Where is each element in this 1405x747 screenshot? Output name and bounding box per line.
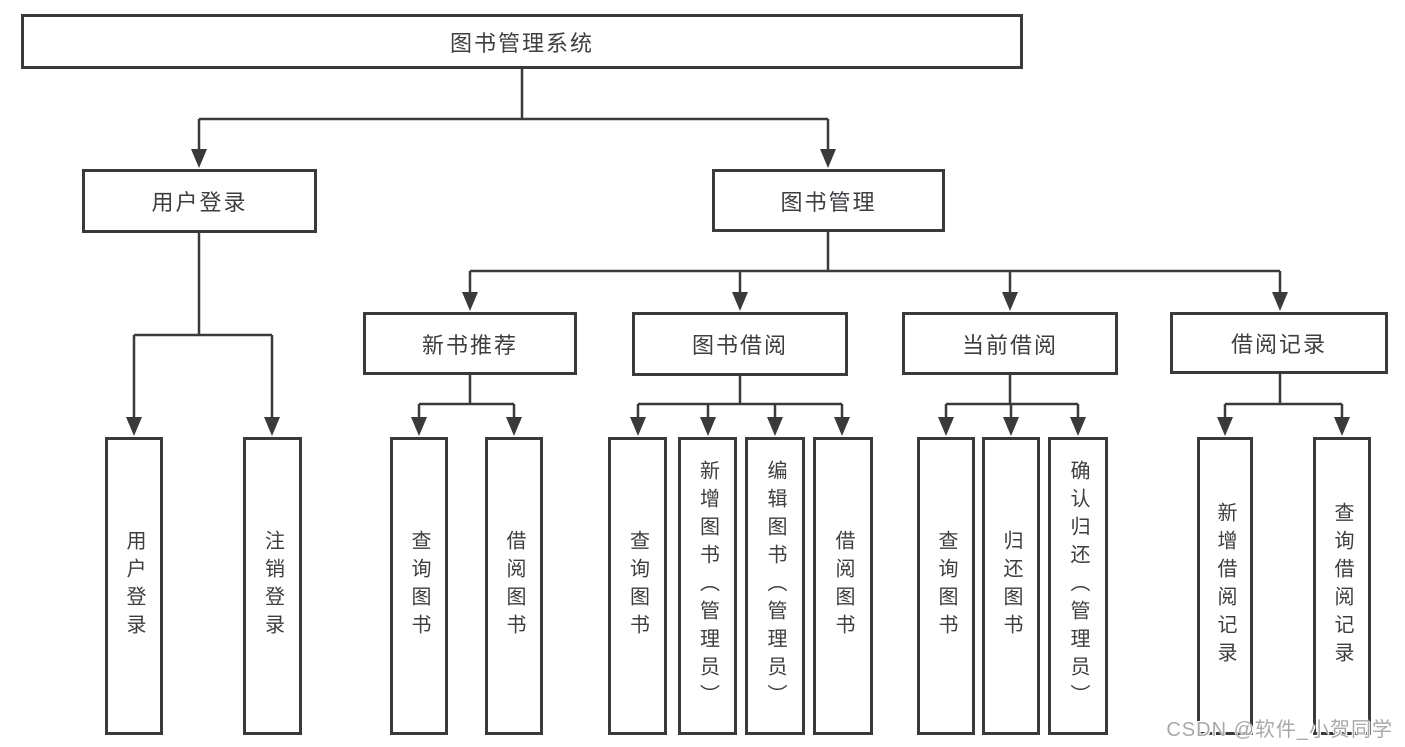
leaf-add-borrow-record: 新增借阅记录: [1197, 437, 1253, 735]
node-book-management-label: 图书管理: [780, 189, 877, 215]
node-user-login-label: 用户登录: [151, 190, 248, 215]
leaf-newrec-borrow-books-label: 借阅图书: [503, 530, 525, 642]
arrowhead: [834, 417, 850, 436]
leaf-logout: 注销登录: [243, 437, 302, 735]
arrowhead: [1003, 417, 1019, 436]
arrowhead: [1217, 417, 1233, 436]
arrowhead: [506, 417, 522, 436]
leaf-add-books-admin: 新增图书（管理员）: [678, 437, 737, 735]
leaf-return-books-label: 归还图书: [1000, 530, 1022, 642]
connector-records-to-leaves: [1223, 374, 1344, 421]
leaf-query-borrow-record: 查询借阅记录: [1313, 437, 1371, 735]
arrowhead: [411, 417, 427, 436]
leaf-add-books-admin-label: 新增图书（管理员）: [696, 460, 719, 712]
leaf-add-borrow-record-label: 新增借阅记录: [1214, 502, 1236, 670]
leaf-user-login-label: 用户登录: [123, 530, 145, 642]
leaf-borrow-books: 借阅图书: [813, 437, 873, 735]
leaf-current-query-books-label: 查询图书: [935, 530, 957, 642]
arrowhead: [191, 149, 207, 168]
leaf-user-login: 用户登录: [105, 437, 163, 735]
leaf-borrow-query-books: 查询图书: [608, 437, 667, 735]
node-new-book-recommend: 新书推荐: [363, 312, 577, 375]
leaf-borrow-query-books-label: 查询图书: [626, 530, 649, 642]
csdn-watermark: CSDN @软件_小贺同学: [1166, 719, 1393, 741]
node-book-management: 图书管理: [712, 169, 945, 232]
arrowhead: [732, 292, 748, 311]
connector-current-to-leaves: [944, 375, 1080, 421]
connector-borrow-to-leaves: [636, 376, 844, 421]
leaf-return-books: 归还图书: [982, 437, 1040, 735]
node-current-borrow-label: 当前借阅: [961, 332, 1058, 358]
arrowhead: [820, 149, 836, 168]
leaf-logout-label: 注销登录: [261, 530, 284, 642]
leaf-newrec-borrow-books: 借阅图书: [485, 437, 543, 735]
node-borrow-records: 借阅记录: [1170, 312, 1388, 374]
connector-mgmt-to-level3: [468, 232, 1282, 296]
arrowhead: [126, 417, 142, 436]
arrowhead: [1070, 417, 1086, 436]
leaf-confirm-return-admin-label: 确认归还（管理员）: [1067, 460, 1089, 712]
arrowhead: [1272, 292, 1288, 311]
leaf-edit-books-admin-label: 编辑图书（管理员）: [764, 460, 786, 712]
node-borrow-records-label: 借阅记录: [1230, 332, 1327, 357]
leaf-current-query-books: 查询图书: [917, 437, 975, 735]
node-book-borrow-label: 图书借阅: [691, 333, 788, 358]
arrowhead: [462, 292, 478, 311]
connector-newrec-to-leaves: [417, 375, 516, 421]
node-new-book-recommend-label: 新书推荐: [421, 332, 518, 358]
node-current-borrow: 当前借阅: [902, 312, 1118, 375]
leaf-newrec-query-books: 查询图书: [390, 437, 448, 735]
node-user-login: 用户登录: [82, 169, 317, 233]
node-book-borrow: 图书借阅: [632, 312, 848, 376]
leaf-query-borrow-record-label: 查询借阅记录: [1331, 502, 1353, 670]
node-root-system: 图书管理系统: [21, 14, 1023, 69]
leaf-borrow-books-label: 借阅图书: [832, 530, 854, 642]
arrowhead: [630, 417, 646, 436]
connector-userlogin-to-leaves: [132, 233, 274, 421]
leaf-edit-books-admin: 编辑图书（管理员）: [745, 437, 805, 735]
arrowhead: [938, 417, 954, 436]
leaf-newrec-query-books-label: 查询图书: [408, 530, 430, 642]
node-root-system-label: 图书管理系统: [449, 30, 594, 56]
arrowhead: [1002, 292, 1018, 311]
arrowhead: [264, 417, 280, 436]
arrowhead: [1334, 417, 1350, 436]
arrowhead: [700, 417, 716, 436]
connector-root-to-level2: [197, 69, 830, 153]
arrowhead: [767, 417, 783, 436]
leaf-confirm-return-admin: 确认归还（管理员）: [1048, 437, 1108, 735]
